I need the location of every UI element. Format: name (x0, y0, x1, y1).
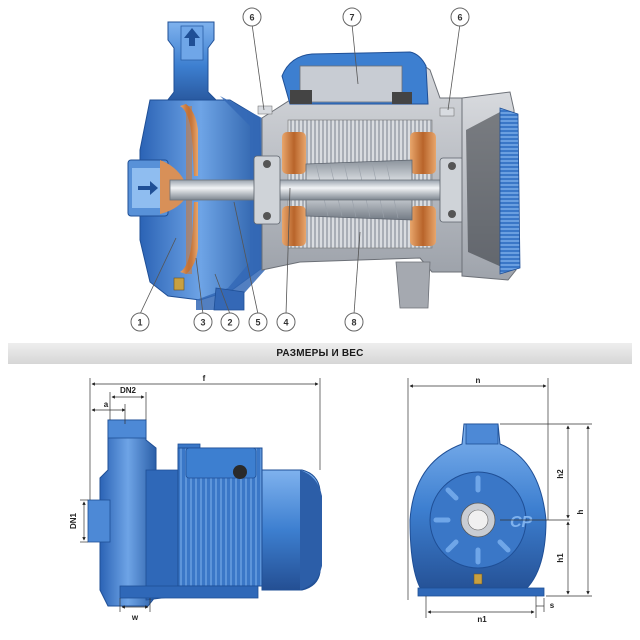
section-banner: РАЗМЕРЫ И ВЕС (8, 343, 632, 364)
callout-8: 8 (344, 312, 364, 332)
dim-dn1: DN1 (69, 512, 78, 529)
svg-text:3: 3 (200, 318, 205, 328)
callout-3: 3 (193, 312, 213, 332)
dim-dn2: DN2 (120, 386, 137, 395)
callout-4: 4 (276, 312, 296, 332)
cp-logo: CP (510, 514, 533, 531)
dim-h2: h2 (556, 469, 565, 479)
flow-arrow-up-icon (184, 28, 200, 46)
dim-f: f (203, 374, 206, 383)
dim-s: s (550, 601, 555, 610)
svg-text:6: 6 (249, 13, 254, 23)
side-view-dimensions (80, 378, 321, 612)
callout-6-right: 6 (450, 7, 470, 27)
dim-h1: h1 (556, 553, 565, 563)
callout-1: 1 (130, 312, 150, 332)
dim-w: w (131, 613, 139, 622)
cutaway-drawing (127, 21, 521, 311)
front-view-labels: n h h2 h1 n1 s (476, 376, 585, 624)
front-view-drawing: CP (409, 423, 547, 597)
svg-text:6: 6 (457, 13, 462, 23)
front-view-dimensions (407, 378, 592, 618)
callout-leaders (139, 23, 461, 315)
dim-h: h (576, 509, 585, 514)
svg-text:8: 8 (351, 318, 356, 328)
svg-text:1: 1 (137, 318, 142, 328)
svg-text:2: 2 (227, 318, 232, 328)
dim-a: a (104, 400, 109, 409)
side-view-drawing (87, 419, 322, 607)
callouts: 1 3 2 5 4 8 6 7 6 (130, 7, 470, 332)
side-view-labels: f DN2 a DN1 w (69, 374, 206, 622)
dim-n1: n1 (477, 615, 487, 624)
callout-5: 5 (248, 312, 268, 332)
dim-n: n (476, 376, 481, 385)
section-title: РАЗМЕРЫ И ВЕС (276, 348, 364, 359)
flow-arrow-right-icon (138, 181, 158, 195)
svg-text:7: 7 (349, 13, 354, 23)
callout-6-left: 6 (242, 7, 262, 27)
svg-text:4: 4 (283, 318, 288, 328)
svg-text:5: 5 (255, 318, 260, 328)
callout-7: 7 (342, 7, 362, 27)
callout-2: 2 (220, 312, 240, 332)
